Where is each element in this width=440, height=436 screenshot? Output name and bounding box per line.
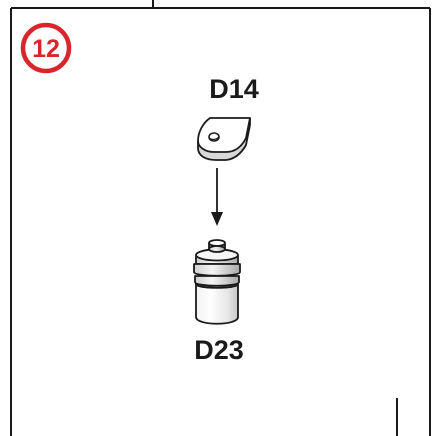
panel-border <box>10 0 431 436</box>
part-label-d14: D14 <box>209 74 259 104</box>
step-badge-circle <box>20 22 72 74</box>
step-number-badge: 12 <box>20 22 72 74</box>
part-label-d23: D23 <box>194 335 244 365</box>
d14-bracket-piece-icon <box>197 117 251 161</box>
d23-cylinder-piece-icon <box>193 239 241 325</box>
arrow-down-icon <box>211 168 223 226</box>
step-number: 12 <box>32 35 60 63</box>
